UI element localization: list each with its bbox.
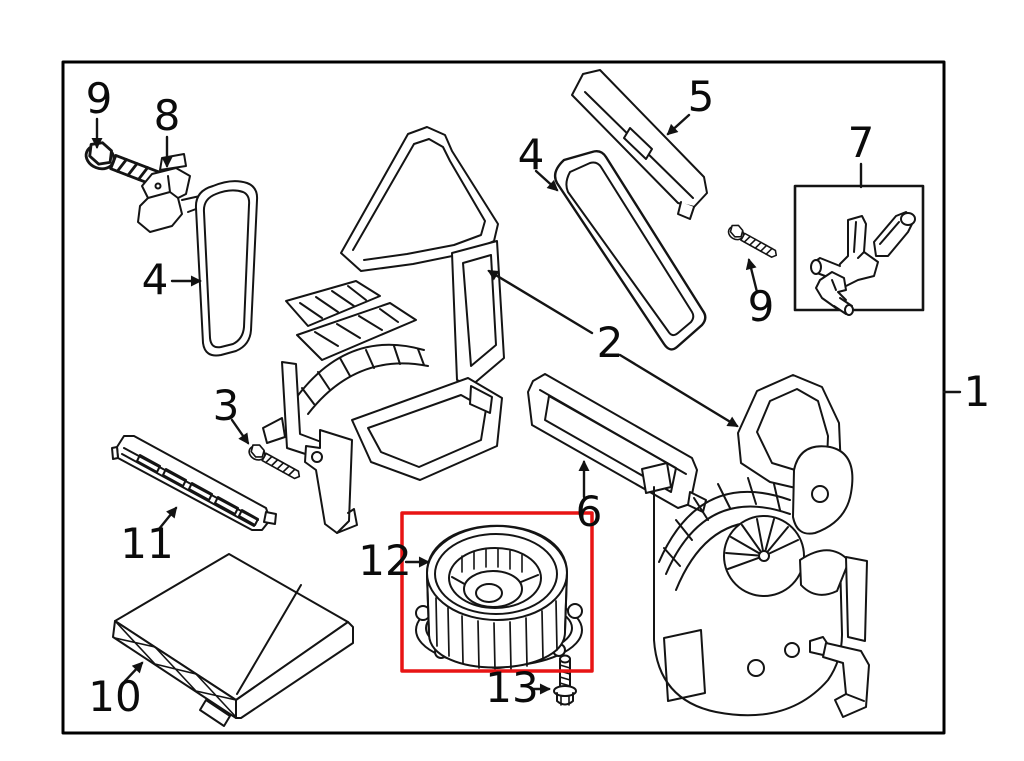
part-6-duct (527, 373, 707, 513)
callout-9-right[interactable]: 9 (747, 282, 775, 331)
arrow-4-top (534, 169, 559, 192)
callout-4-left[interactable]: 4 (141, 255, 169, 304)
part-2-housing-right (641, 374, 870, 718)
part-11-strip (111, 435, 277, 531)
clip-elbow (815, 271, 854, 316)
callout-arrows (91, 113, 962, 695)
arrow-10 (123, 661, 144, 683)
part-10-filter (112, 553, 354, 727)
arrow-2-to-center (487, 269, 594, 335)
arrow-5 (666, 113, 691, 136)
callout-13[interactable]: 13 (485, 663, 539, 712)
callout-3[interactable]: 3 (212, 381, 240, 430)
highlight-box-part-12 (400, 511, 594, 673)
callout-11[interactable]: 11 (120, 519, 174, 568)
callout-5[interactable]: 5 (687, 72, 715, 121)
part-2-housing-center (262, 126, 505, 534)
callout-10[interactable]: 10 (88, 672, 142, 721)
part-4-seal-top (553, 149, 707, 351)
callout-8[interactable]: 8 (153, 91, 181, 140)
arrow-11 (157, 506, 178, 531)
callout-1[interactable]: 1 (963, 367, 991, 416)
part-7-clip-kit (793, 184, 925, 316)
callout-12[interactable]: 12 (358, 536, 412, 585)
part-5-strip (571, 69, 708, 220)
part-4-seal-left (194, 180, 259, 357)
callout-2[interactable]: 2 (596, 318, 624, 367)
callout-4-top[interactable]: 4 (517, 130, 545, 179)
arrow-9-right (745, 258, 759, 294)
callout-7[interactable]: 7 (847, 118, 875, 167)
part-13-screw (553, 654, 577, 706)
part-8-actuator (137, 153, 205, 233)
part-12-blower-motor (415, 524, 583, 671)
arrow-2-to-right (618, 353, 739, 428)
clip-lever (873, 211, 916, 257)
callout-6[interactable]: 6 (575, 487, 603, 536)
part-9-bolt-right (725, 221, 781, 262)
arrow-3 (230, 418, 250, 445)
diagram-border (61, 60, 946, 735)
callout-9-left[interactable]: 9 (85, 74, 113, 123)
